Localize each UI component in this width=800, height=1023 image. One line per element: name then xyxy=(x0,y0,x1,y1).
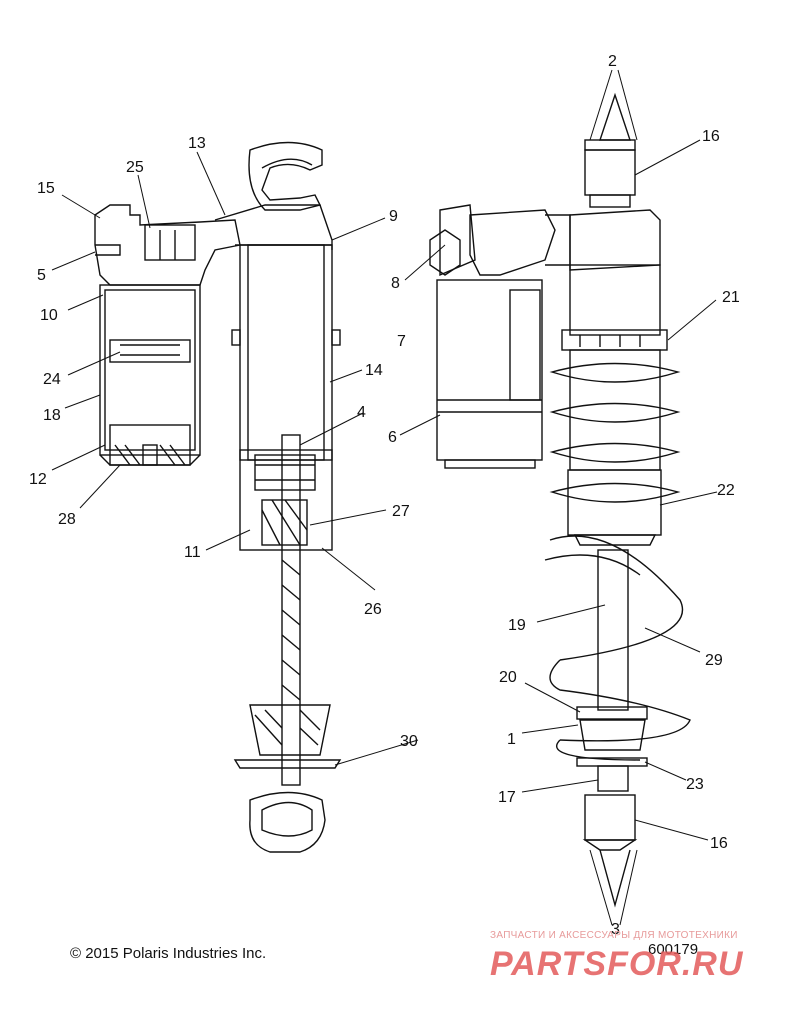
callout-28: 28 xyxy=(58,511,76,528)
assembled-shock xyxy=(429,92,691,908)
callout-29: 29 xyxy=(705,652,723,669)
callout-4: 4 xyxy=(357,404,366,421)
callout-13: 13 xyxy=(188,135,206,152)
callout-16-bottom: 16 xyxy=(710,835,728,852)
callout-5: 5 xyxy=(37,267,46,284)
callout-3: 3 xyxy=(611,921,620,938)
callout-10: 10 xyxy=(40,307,58,324)
callout-30: 30 xyxy=(400,733,418,750)
callout-2: 2 xyxy=(608,53,617,70)
svg-text:PARTSFOR.RU: PARTSFOR.RU xyxy=(490,945,744,983)
callout-9: 9 xyxy=(389,208,398,225)
callout-16-top: 16 xyxy=(702,128,720,145)
watermark-logo: PARTSFOR.RU xyxy=(490,945,744,983)
callout-12: 12 xyxy=(29,471,47,488)
callout-24: 24 xyxy=(43,371,61,388)
watermark-tagline: ЗАПЧАСТИ И АКСЕССУАРЫ ДЛЯ МОТОТЕХНИКИ xyxy=(490,930,738,941)
callout-labels: 2 16 13 25 15 9 5 8 10 21 7 24 14 18 4 6… xyxy=(29,53,740,938)
copyright-notice: © 2015 Polaris Industries Inc. xyxy=(70,945,267,962)
callout-6: 6 xyxy=(388,429,397,446)
callout-25: 25 xyxy=(126,159,144,176)
callout-14: 14 xyxy=(365,362,383,379)
callout-26: 26 xyxy=(364,601,382,618)
callout-20: 20 xyxy=(499,669,517,686)
callout-22: 22 xyxy=(717,482,735,499)
callout-23: 23 xyxy=(686,776,704,793)
callout-1: 1 xyxy=(507,731,516,748)
callout-19: 19 xyxy=(508,617,526,634)
callout-8: 8 xyxy=(391,275,400,292)
callout-15: 15 xyxy=(37,180,55,197)
callout-17: 17 xyxy=(498,789,516,806)
leader-lines xyxy=(51,69,718,926)
drawing-number: 600179 xyxy=(648,941,699,958)
callout-11: 11 xyxy=(184,544,201,561)
callout-7: 7 xyxy=(397,333,406,350)
callout-18: 18 xyxy=(43,407,61,424)
cutaway-shock xyxy=(94,141,342,853)
callout-21: 21 xyxy=(722,289,740,306)
callout-27: 27 xyxy=(392,503,410,520)
